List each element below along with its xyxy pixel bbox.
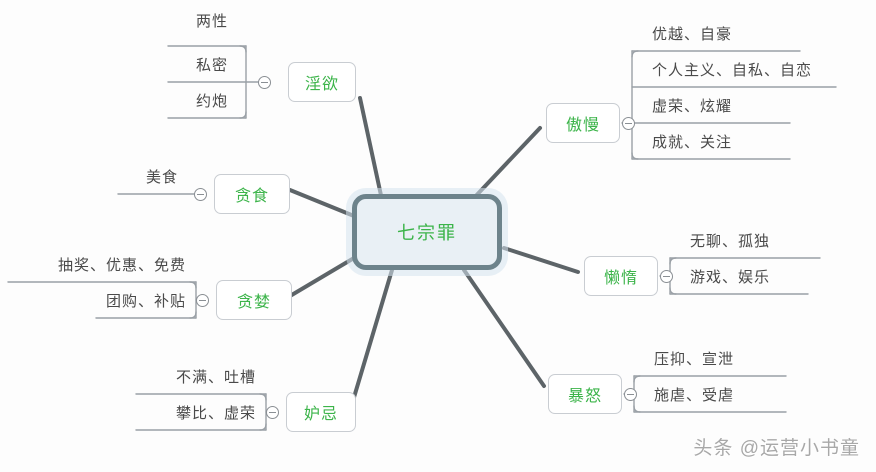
branch-node-wrath[interactable]: 暴怒: [548, 374, 622, 414]
leaf-lust-1[interactable]: 私密: [195, 57, 228, 74]
leaf-envy-0[interactable]: 不满、吐槽: [175, 369, 256, 386]
leaf-envy-1[interactable]: 攀比、虚荣: [175, 405, 256, 422]
leaf-pride-0[interactable]: 优越、自豪: [652, 26, 733, 43]
collapse-toggle-wrath[interactable]: [624, 388, 637, 401]
branch-label-pride: 傲慢: [565, 117, 600, 134]
center-node-label: 七宗罪: [397, 223, 457, 243]
branch-node-lust[interactable]: 淫欲: [288, 62, 356, 102]
leaf-lust-0[interactable]: 两性: [195, 13, 228, 30]
branch-label-lust: 淫欲: [304, 76, 339, 93]
branch-label-wrath: 暴怒: [567, 388, 602, 405]
branch-node-pride[interactable]: 傲慢: [546, 103, 620, 143]
watermark: 头条 @运营小书童: [693, 438, 860, 459]
leaf-gluttony-0[interactable]: 美食: [145, 169, 178, 186]
branch-node-sloth[interactable]: 懒惰: [584, 256, 658, 296]
branch-label-sloth: 懒惰: [603, 270, 638, 287]
collapse-toggle-pride[interactable]: [622, 117, 635, 130]
leaf-sloth-1[interactable]: 游戏、娱乐: [690, 269, 771, 286]
leaf-wrath-0[interactable]: 压抑、宣泄: [654, 351, 735, 368]
branch-label-greed: 贪婪: [236, 294, 271, 311]
leaf-pride-3[interactable]: 成就、关注: [652, 134, 733, 151]
collapse-toggle-lust[interactable]: [258, 76, 271, 89]
branch-node-envy[interactable]: 妒忌: [286, 392, 356, 432]
collapse-toggle-greed[interactable]: [196, 294, 209, 307]
leaf-lust-2[interactable]: 约炮: [195, 93, 228, 110]
collapse-toggle-sloth[interactable]: [660, 270, 673, 283]
collapse-toggle-gluttony[interactable]: [194, 188, 207, 201]
leaf-pride-2[interactable]: 虚荣、炫耀: [652, 98, 733, 115]
leaf-sloth-0[interactable]: 无聊、孤独: [690, 233, 771, 250]
leaf-wrath-1[interactable]: 施虐、受虐: [654, 387, 735, 404]
leaf-greed-1[interactable]: 团购、补贴: [105, 293, 186, 310]
branch-node-gluttony[interactable]: 贪食: [214, 174, 290, 214]
branch-label-envy: 妒忌: [303, 406, 338, 423]
leaf-greed-0[interactable]: 抽奖、优惠、免费: [57, 257, 186, 274]
branch-node-greed[interactable]: 贪婪: [216, 280, 292, 320]
branch-label-gluttony: 贪食: [234, 188, 269, 205]
center-node[interactable]: 七宗罪: [352, 194, 502, 270]
collapse-toggle-envy[interactable]: [266, 406, 279, 419]
leaf-pride-1[interactable]: 个人主义、自私、自恋: [652, 62, 813, 79]
